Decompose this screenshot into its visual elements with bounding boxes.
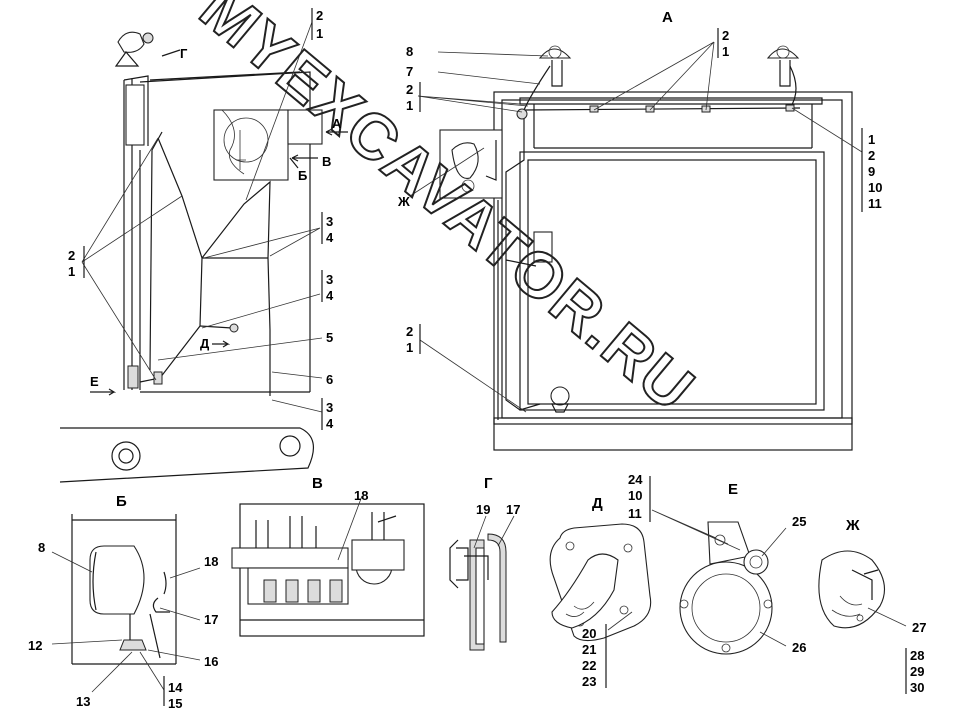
callout-b-thirteen: 13 (76, 694, 90, 709)
callout-a-eight: 8 (406, 44, 413, 59)
callout-b-twelve: 12 (28, 638, 42, 653)
callout-g-nineteen: 19 (476, 502, 490, 517)
callout-left-side-1: 2 (68, 248, 75, 263)
callout-a-top-1: 1 (722, 44, 729, 59)
title-view-zh: Ж (845, 517, 860, 534)
callout-left-side-2: 1 (68, 264, 75, 279)
callout-b-fourteen: 14 (168, 680, 183, 695)
arrow-label-g: Г (180, 46, 188, 61)
callout-a-right-10: 10 (868, 180, 882, 195)
callout-d-20: 20 (582, 626, 596, 641)
callout-a-lower-1: 1 (406, 340, 413, 355)
callout-b-eighteen: 18 (204, 554, 218, 569)
arrow-label-v: В (322, 154, 331, 169)
view-a-front (409, 28, 863, 451)
arrow-label-e: Е (90, 374, 99, 389)
callout-b-sixteen: 16 (204, 654, 218, 669)
view-zh-mount (818, 550, 907, 694)
callout-g-seventeen: 17 (506, 502, 520, 517)
watermark-text: MYEXCAVATOR.RU (187, 0, 709, 426)
callout-d-21: 21 (582, 642, 596, 657)
callout-d-23: 23 (582, 674, 596, 689)
arrow-label-a: А (332, 116, 342, 131)
callout-left-mid2-b: 4 (326, 288, 334, 303)
callout-a-right-2: 2 (868, 148, 875, 163)
view-b-lamp (51, 514, 201, 706)
callout-left-mid1-b: 4 (326, 230, 334, 245)
callout-left-bottom-a: 3 (326, 400, 333, 415)
callout-a-right-9: 9 (868, 164, 875, 179)
callout-left-top-2: 1 (316, 26, 323, 41)
callout-left-mid1-a: 3 (326, 214, 333, 229)
callout-a-lower-2: 2 (406, 324, 413, 339)
left-side-view (59, 8, 348, 483)
callout-b-seventeen: 17 (204, 612, 218, 627)
view-g-section (449, 515, 515, 651)
callout-a-right-1: 1 (868, 132, 875, 147)
callout-left-mid2-a: 3 (326, 272, 333, 287)
title-view-d: Д (592, 495, 603, 512)
callout-e-11: 11 (628, 506, 642, 521)
title-view-g: Г (484, 475, 493, 492)
title-view-b: Б (116, 493, 127, 510)
view-e-horn (649, 476, 787, 655)
arrow-label-zh: Ж (397, 194, 410, 209)
callout-e-24: 24 (628, 472, 643, 487)
callout-e-10: 10 (628, 488, 642, 503)
callout-b-eight: 8 (38, 540, 45, 555)
title-view-e: Е (728, 481, 738, 498)
callout-a-top-2: 2 (722, 28, 729, 43)
callout-a-left-1: 1 (406, 98, 413, 113)
callout-zh-30: 30 (910, 680, 924, 695)
callout-a-right-11: 11 (868, 196, 882, 211)
view-d-grommet (549, 523, 652, 688)
callout-zh-28: 28 (910, 648, 924, 663)
callout-v-eighteen: 18 (354, 488, 368, 503)
title-view-a: А (662, 9, 673, 26)
callout-left-bottom-b: 4 (326, 416, 334, 431)
callout-b-fifteen: 15 (168, 696, 182, 711)
callout-zh-29: 29 (910, 664, 924, 679)
callout-left-top-1: 2 (316, 8, 323, 23)
callout-left-six: 6 (326, 372, 333, 387)
callout-zh-27: 27 (912, 620, 926, 635)
callout-e-25: 25 (792, 514, 806, 529)
callout-e-26: 26 (792, 640, 806, 655)
title-view-v: В (312, 475, 323, 492)
callout-a-seven: 7 (406, 64, 413, 79)
arrow-label-d: Д (200, 336, 210, 351)
arrow-label-b: Б (298, 168, 307, 183)
callout-d-22: 22 (582, 658, 596, 673)
view-v-terminal (231, 495, 425, 637)
callout-a-left-2: 2 (406, 82, 413, 97)
callout-left-five: 5 (326, 330, 333, 345)
